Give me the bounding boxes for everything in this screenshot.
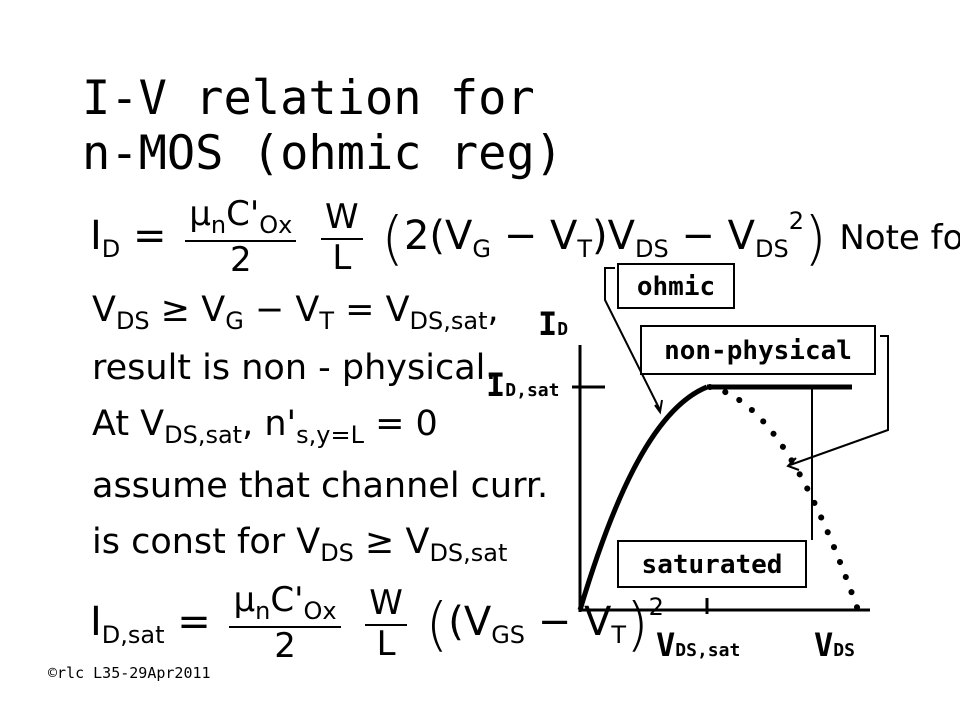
equation-const-current: is const for VDS ≥ VDS,sat [92, 522, 508, 567]
fraction-w-over-l-sat: W L [365, 584, 407, 664]
y-axis-label: ID [538, 305, 569, 343]
nonphysical-region-label: non-physical [640, 325, 876, 375]
text-assume-channel: assume that channel curr. [92, 466, 549, 506]
nonphysical-pointer-arrowhead [786, 457, 800, 471]
x-axis-label-vds: VDS [814, 626, 855, 664]
ohmic-region-label: ohmic [617, 263, 735, 309]
fraction-w-over-l: W L [321, 198, 363, 278]
equation-vds-condition: VDS ≥ VG − VT = VDS,sat, [92, 290, 499, 335]
title-line-1: I-V relation for [82, 71, 535, 126]
fraction-mobility-cox: μnC'Ox 2 [185, 195, 297, 280]
y-tick-label-idsat: ID,sat [486, 366, 560, 404]
fraction-mobility-cox-sat: μnC'Ox 2 [229, 581, 341, 666]
x-tick-label-vdssat: VDS,sat [656, 626, 741, 664]
nonphysical-pointer-line [789, 335, 889, 466]
ohmic-curve [577, 384, 708, 611]
text-non-physical: result is non - physical. [92, 348, 497, 388]
equation-drain-current-sat: ID,sat = μnC'Ox 2 W L ((VGS − VT)2 [90, 580, 664, 667]
copyright-footer: ©rlc L35-29Apr2011 [48, 664, 211, 682]
saturated-region-label: saturated [617, 540, 807, 588]
ohmic-pointer-arrowhead [654, 399, 663, 415]
title-line-2: n-MOS (ohmic reg) [82, 125, 564, 181]
note-for-text: Note for [839, 217, 960, 258]
equation-at-vdssat: At VDS,sat, n's,y=L = 0 [92, 404, 438, 449]
ohmic-pointer-line [604, 267, 661, 411]
equation-drain-current-ohmic: ID = μnC'Ox 2 W L (2(VG − VT)VDS − VDS2)… [90, 195, 960, 280]
slide-title: I-V relation for n-MOS (ohmic reg) [82, 71, 564, 181]
nonphysical-dotted-curve [707, 384, 861, 613]
